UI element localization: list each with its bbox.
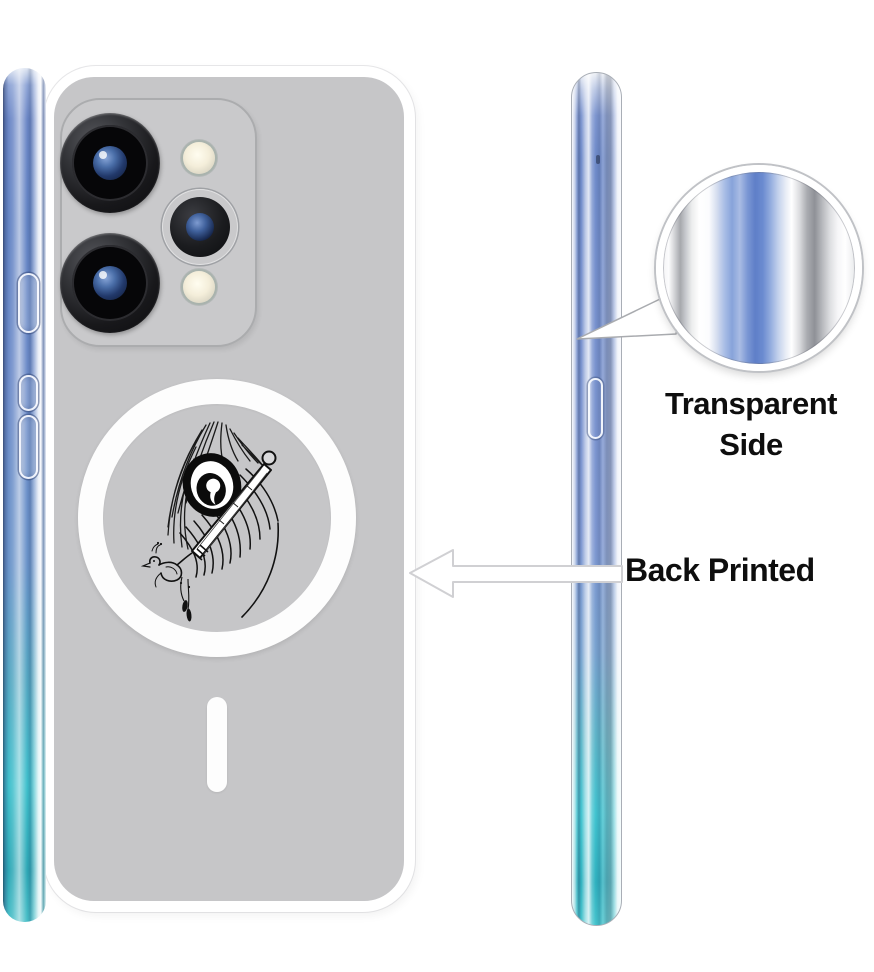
side-mic-hole bbox=[596, 155, 600, 164]
magsafe-ring bbox=[78, 379, 356, 657]
lens-glint bbox=[99, 271, 107, 279]
lens-glass bbox=[93, 146, 127, 180]
flash-led-bottom-icon bbox=[183, 271, 215, 303]
phone-left-rail bbox=[3, 68, 46, 922]
lens-glass bbox=[186, 213, 214, 241]
camera-lens-bottom-icon bbox=[60, 233, 160, 333]
transparent-side-label: Transparent Side bbox=[616, 383, 874, 465]
rail-button-middle bbox=[19, 375, 38, 411]
lens-glint bbox=[99, 151, 107, 159]
lens-glass bbox=[93, 266, 127, 300]
side-view-button bbox=[588, 378, 603, 439]
transparent-side-line1: Transparent bbox=[665, 386, 837, 421]
flash-led-top-icon bbox=[183, 142, 215, 174]
rail-button-top bbox=[18, 273, 39, 333]
magsafe-alignment-bar bbox=[207, 697, 227, 792]
transparent-side-line2: Side bbox=[719, 427, 783, 462]
magnifier-callout-circle bbox=[656, 165, 862, 371]
back-printed-label: Back Printed bbox=[625, 552, 815, 588]
phone-side-view bbox=[571, 72, 622, 926]
rail-button-bottom bbox=[19, 415, 38, 479]
camera-lens-middle-icon bbox=[162, 189, 238, 265]
camera-lens-top-icon bbox=[60, 113, 160, 213]
